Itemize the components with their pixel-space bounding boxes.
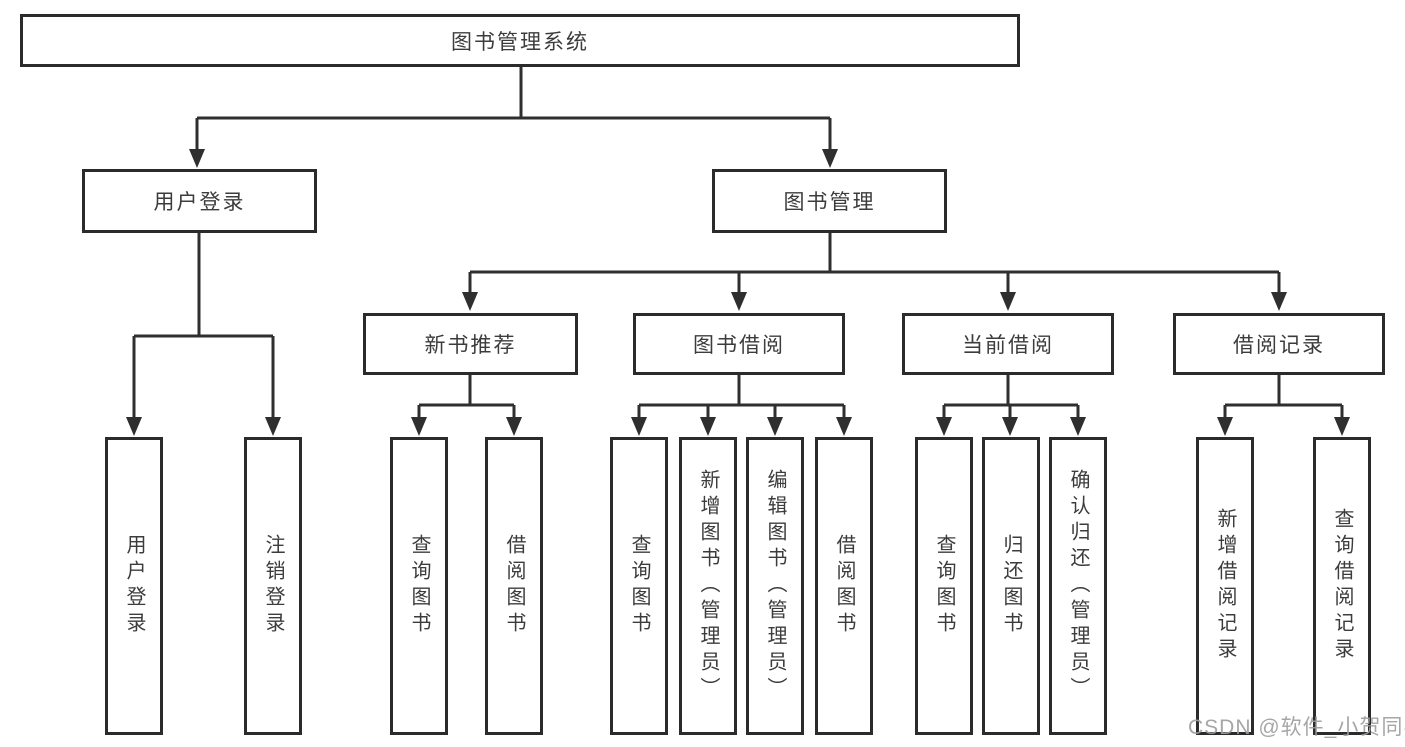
node-leaf-borrow-books-recommend: 借阅图书 [485,437,543,735]
node-label: 编辑图书（管理员） [764,469,786,703]
node-book-management-group: 图书管理 [712,169,947,233]
node-label: 用户登录 [123,534,145,638]
connector-root-to-level2 [189,65,838,168]
node-current-borrowing: 当前借阅 [902,313,1114,375]
node-label: 查询图书 [933,534,955,638]
node-leaf-edit-books-admin: 编辑图书（管理员） [746,437,804,735]
node-label: 查询图书 [628,534,650,638]
node-leaf-add-books-admin: 新增图书（管理员） [679,437,737,735]
node-leaf-return-books: 归还图书 [982,437,1040,735]
node-label: 注销登录 [262,534,284,638]
node-leaf-borrow-books: 借阅图书 [815,437,873,735]
node-label: 用户登录 [153,191,246,214]
node-label: 新增图书（管理员） [697,469,719,703]
node-leaf-logout: 注销登录 [244,437,302,735]
node-leaf-add-borrow-record: 新增借阅记录 [1196,437,1254,735]
node-label: 图书管理 [783,191,876,214]
node-user-login-group: 用户登录 [82,169,317,233]
node-label: 借阅记录 [1233,334,1325,357]
node-label: 新书推荐 [424,334,517,357]
node-leaf-query-books-borrowing: 查询图书 [610,437,668,735]
node-label: 借阅图书 [833,534,855,638]
connector-borrowing-records-to-leaves [1217,374,1350,436]
node-label: 确认归还（管理员） [1067,469,1089,703]
connector-book-management-to-level3 [462,232,1287,311]
node-borrowing-records: 借阅记录 [1173,313,1385,375]
node-leaf-user-login: 用户登录 [105,437,163,735]
node-label: 借阅图书 [503,534,525,638]
node-label: 查询图书 [408,534,430,638]
connector-new-book-recommend-to-leaves [411,374,522,436]
node-label: 查询借阅记录 [1331,508,1353,664]
connector-book-borrowing-to-leaves [631,374,852,436]
node-leaf-confirm-return-admin: 确认归还（管理员） [1049,437,1107,735]
node-leaf-query-borrow-record: 查询借阅记录 [1313,437,1371,735]
node-leaf-query-books-current: 查询图书 [915,437,973,735]
node-label: 图书管理系统 [451,30,589,54]
connector-user-login-to-leaves [126,232,281,436]
node-label: 归还图书 [1000,534,1022,638]
node-book-borrowing: 图书借阅 [633,313,845,375]
node-leaf-query-books-recommend: 查询图书 [390,437,448,735]
node-label: 图书借阅 [693,334,785,357]
csdn-watermark: CSDN @软件_小贺同学 [1188,716,1405,739]
connector-current-borrowing-to-leaves [936,374,1086,436]
node-label: 当前借阅 [962,334,1054,357]
node-library-management-system: 图书管理系统 [20,14,1020,67]
node-label: 新增借阅记录 [1214,508,1236,664]
node-new-book-recommend: 新书推荐 [363,313,578,375]
